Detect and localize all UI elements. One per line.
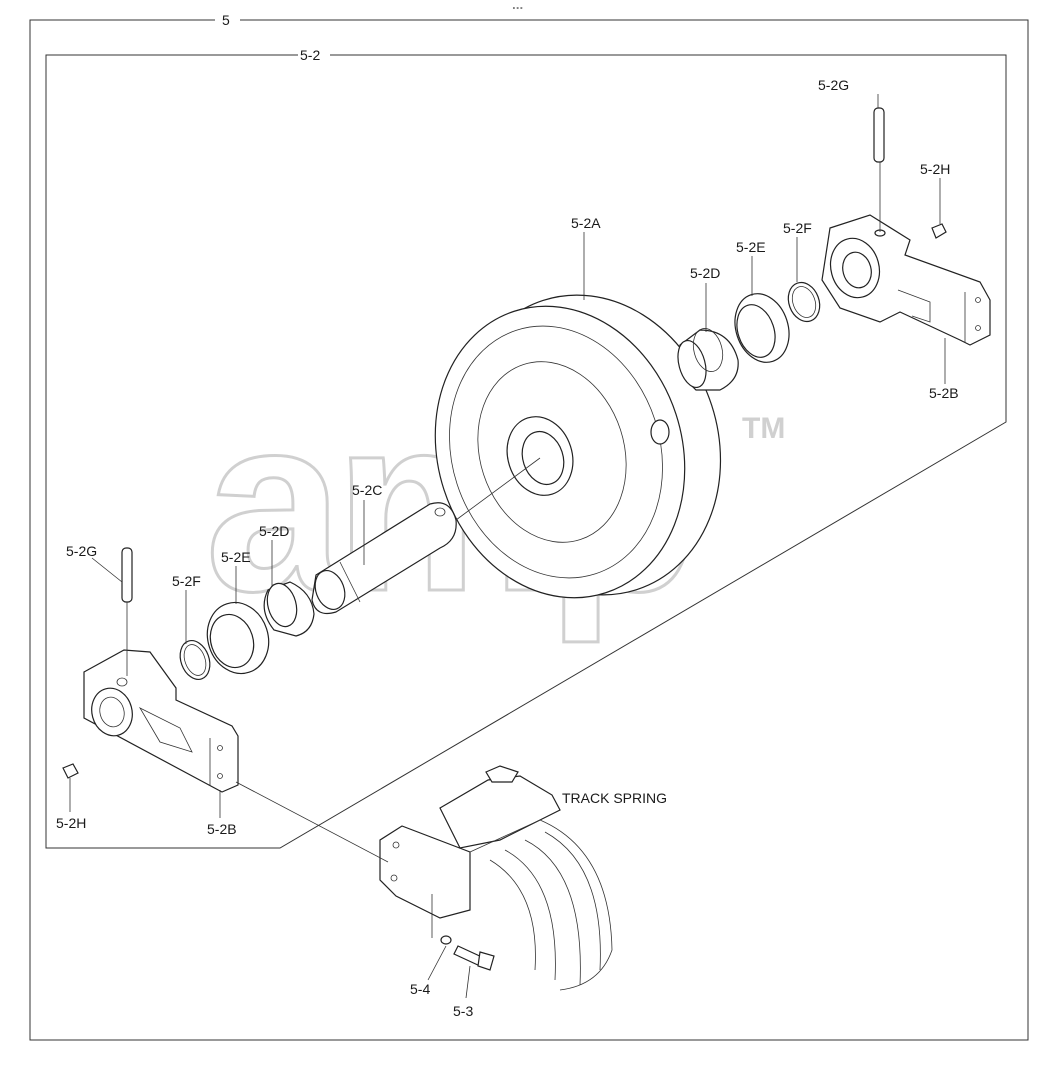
- label-5-3: 5-3: [453, 1003, 473, 1019]
- label-5-2E-right: 5-2E: [736, 239, 766, 255]
- label-5-2G-right: 5-2G: [818, 77, 849, 93]
- label-5-2F-left: 5-2F: [172, 573, 201, 589]
- inner-frame: [45, 54, 1007, 849]
- plug-right: [931, 223, 947, 239]
- bolt: [453, 945, 495, 971]
- label-5-2E-left: 5-2E: [221, 549, 251, 565]
- pin-left: [121, 547, 133, 603]
- bracket-left: [83, 649, 239, 793]
- track-spring: [379, 765, 613, 991]
- washer: [440, 935, 452, 945]
- label-assembly-5-2: 5-2: [300, 47, 320, 63]
- bracket-right: [821, 214, 991, 346]
- label-5-4: 5-4: [410, 981, 430, 997]
- label-5-2D-left: 5-2D: [259, 523, 289, 539]
- label-5-2A: 5-2A: [571, 215, 601, 231]
- top-mark: ∘∘∘: [512, 6, 523, 12]
- label-5-2H-right: 5-2H: [920, 161, 950, 177]
- label-5-2B-right: 5-2B: [929, 385, 959, 401]
- label-track-spring: TRACK SPRING: [562, 790, 667, 806]
- shaft: [311, 457, 541, 615]
- pin-right: [873, 107, 885, 163]
- outer-frame: [29, 19, 1029, 1041]
- leader-lines: [69, 94, 946, 999]
- bushing-left: [263, 581, 315, 637]
- label-assembly-5: 5: [222, 12, 230, 28]
- label-5-2C: 5-2C: [352, 482, 382, 498]
- plug-left: [62, 763, 79, 779]
- oring-left: [179, 640, 211, 680]
- oring-right: [787, 281, 821, 323]
- label-5-2H-left: 5-2H: [56, 815, 86, 831]
- seal-right: [734, 293, 790, 363]
- label-5-2F-right: 5-2F: [783, 220, 812, 236]
- bushing-right: [677, 328, 739, 391]
- label-5-2D-right: 5-2D: [690, 265, 720, 281]
- seal-left: [206, 601, 270, 675]
- watermark-tm: TM: [742, 412, 785, 445]
- idler-wheel: [434, 294, 722, 599]
- label-5-2B-left: 5-2B: [207, 821, 237, 837]
- label-5-2G-left: 5-2G: [66, 543, 97, 559]
